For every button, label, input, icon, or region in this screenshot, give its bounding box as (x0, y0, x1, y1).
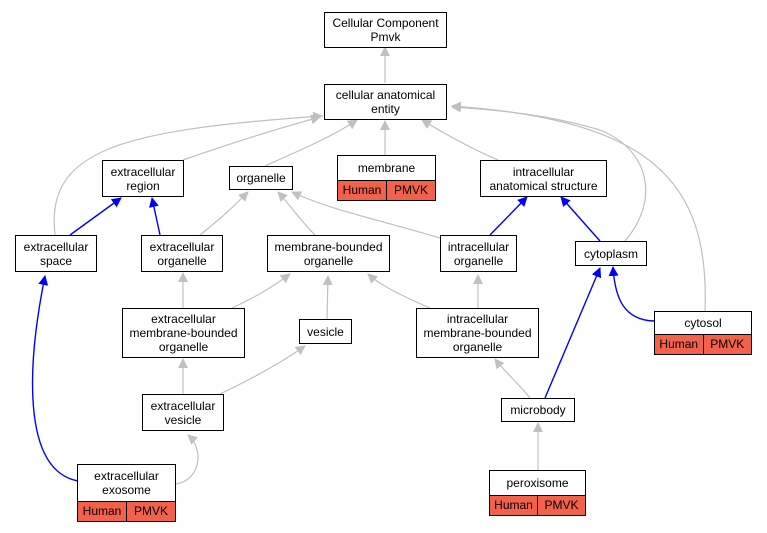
edge-ico-to-org (291, 191, 441, 239)
edge-mic-to-imbo (494, 358, 531, 399)
tag-human: Human (78, 502, 126, 521)
node-label-line: extracellular (149, 239, 215, 254)
tag-pmvk: PMVK (537, 496, 585, 515)
node-extracellular-vesicle[interactable]: extracellular vesicle (142, 394, 224, 431)
tag-pmvk: PMVK (702, 335, 751, 354)
edge-ecs-to-ecr (69, 197, 122, 236)
node-extracellular-exosome[interactable]: extracellular exosome Human PMVK (77, 464, 176, 522)
node-label-line: organelle (158, 340, 209, 354)
node-intracellular-membrane-bounded-organelle[interactable]: intracellular membrane-bounded organelle (416, 308, 539, 358)
edge-eco-to-org (199, 191, 249, 236)
node-label-line: vesicle (164, 412, 202, 427)
node-label-line: extracellular (151, 312, 216, 326)
edge-mic-to-cyt (544, 267, 602, 399)
node-label-line: organelle (453, 253, 504, 268)
node-cytosol[interactable]: cytosol Human PMVK (654, 311, 752, 355)
edge-exo-to-ecs (31, 275, 79, 482)
annotation-tags: Human PMVK (338, 180, 435, 200)
node-label-line: cellular anatomical (335, 88, 436, 102)
node-vesicle[interactable]: vesicle (299, 319, 352, 344)
node-extracellular-membrane-bounded-organelle[interactable]: extracellular membrane-bounded organelle (122, 308, 245, 358)
edge-eco-to-ecr (149, 197, 161, 236)
node-extracellular-organelle[interactable]: extracellular organelle (141, 235, 223, 272)
edge-ecs-to-cae (53, 111, 323, 236)
node-intracellular-anatomical-structure[interactable]: intracellular anatomical structure (480, 160, 607, 197)
edge-exo-to-ecv (175, 434, 199, 485)
edge-embo-to-mbo (231, 273, 291, 309)
edge-ecv-to-ves (219, 345, 306, 395)
tag-human: Human (655, 335, 703, 354)
edge-cyt-to-ias (560, 196, 601, 242)
node-label-line: membrane-bounded (274, 239, 383, 254)
node-label-line: membrane (357, 161, 416, 175)
tag-pmvk: PMVK (126, 502, 175, 521)
tag-pmvk: PMVK (386, 181, 435, 200)
node-label-line: extracellular (94, 469, 159, 483)
edge-ias-to-cae (421, 119, 499, 161)
node-label-line: Pmvk (370, 30, 401, 44)
node-extracellular-space[interactable]: extracellular space (15, 235, 97, 272)
node-label-line: intracellular (512, 164, 575, 179)
node-label-line: membrane-bounded (129, 326, 238, 340)
node-label-line: extracellular (110, 164, 176, 179)
node-label-line: organelle (236, 171, 286, 185)
node-label-line: entity (371, 102, 400, 116)
edge-mbo-to-org (277, 191, 316, 236)
node-label-line: organelle (303, 253, 354, 268)
node-label-line: organelle (157, 253, 207, 268)
node-label-line: peroxisome (506, 476, 569, 490)
node-label-line: exosome (102, 483, 151, 497)
annotation-tags: Human PMVK (490, 495, 585, 515)
edge-ecr-to-cae (182, 114, 321, 161)
node-intracellular-organelle[interactable]: intracellular organelle (440, 235, 517, 272)
node-label-line: membrane-bounded (423, 326, 532, 340)
annotation-tags: Human PMVK (655, 334, 751, 354)
node-microbody[interactable]: microbody (501, 398, 575, 422)
node-label-line: organelle (452, 340, 503, 354)
node-label-line: region (126, 178, 160, 193)
edge-cyto-to-cae (451, 101, 706, 312)
node-label-line: space (39, 253, 73, 268)
node-label-line: cytoplasm (583, 246, 639, 261)
node-label-line: Cellular Component (332, 16, 439, 30)
node-label-line: anatomical structure (489, 178, 598, 193)
node-organelle[interactable]: organelle (229, 166, 293, 190)
tag-human: Human (490, 496, 537, 515)
node-membrane-bounded-organelle[interactable]: membrane-bounded organelle (267, 235, 390, 272)
edge-org-to-cae (264, 119, 358, 167)
node-label-line: intracellular (447, 239, 510, 254)
node-label-line: microbody (510, 403, 566, 417)
node-membrane[interactable]: membrane Human PMVK (337, 155, 436, 201)
node-label-line: extracellular (23, 239, 89, 254)
annotation-tags: Human PMVK (78, 501, 175, 521)
node-peroxisome[interactable]: peroxisome Human PMVK (489, 470, 586, 516)
edge-ico-to-ias (489, 196, 528, 236)
node-label-line: cytosol (684, 316, 722, 330)
node-label-line: intracellular (446, 312, 509, 326)
tag-human: Human (338, 181, 386, 200)
edge-ves-to-mbo (322, 275, 333, 320)
edge-cyto-to-cyt (608, 266, 655, 322)
node-cytoplasm[interactable]: cytoplasm (575, 241, 647, 266)
node-cellular-anatomical-entity[interactable]: cellular anatomical entity (324, 84, 447, 120)
node-label-line: vesicle (307, 324, 344, 339)
node-cellular-component-pmvk[interactable]: Cellular Component Pmvk (324, 12, 447, 48)
node-extracellular-region[interactable]: extracellular region (102, 160, 184, 197)
node-label-line: extracellular (150, 398, 216, 413)
edge-imbo-to-mbo (367, 273, 431, 309)
